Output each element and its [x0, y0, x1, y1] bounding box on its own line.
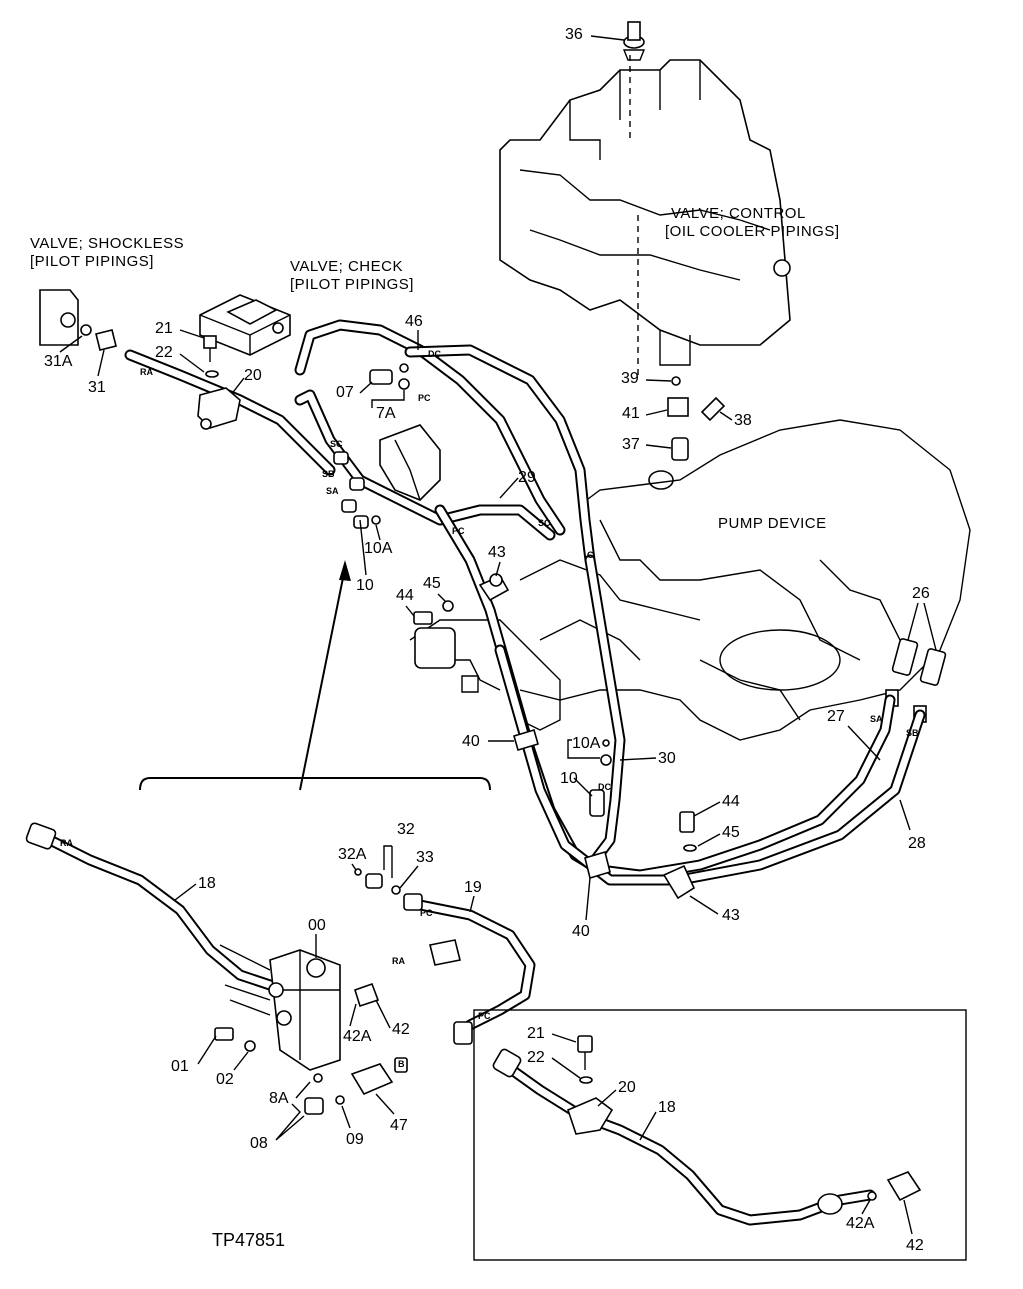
callout-37: 37 — [622, 436, 640, 453]
callout-44-left: 44 — [396, 587, 414, 604]
callout-27: 27 — [827, 708, 845, 725]
port-tag-sb-2: SB — [906, 728, 919, 738]
callout-08: 08 — [250, 1135, 268, 1152]
port-tag-dc-2: DC — [598, 782, 611, 792]
callout-36: 36 — [565, 26, 583, 43]
figure-id: TP47851 — [212, 1230, 285, 1250]
callout-42A-detail: 42A — [343, 1028, 372, 1045]
hose-clamps-main — [197, 387, 696, 900]
callout-39: 39 — [621, 370, 639, 387]
callout-33: 33 — [416, 849, 434, 866]
callout-07: 07 — [336, 384, 354, 401]
detail-bracket — [139, 777, 491, 791]
callout-44-right: 44 — [722, 793, 740, 810]
inset-frame — [473, 1009, 967, 1261]
callout-45-left: 45 — [423, 575, 441, 592]
callout-10A-top: 10A — [364, 540, 393, 557]
check-valve-body — [199, 294, 291, 356]
callout-28: 28 — [908, 835, 926, 852]
callout-26: 26 — [912, 585, 930, 602]
callout-7A: 7A — [376, 405, 396, 422]
callout-31: 31 — [88, 379, 106, 396]
callout-10-mid: 10 — [560, 770, 578, 787]
port-tag-pc-1: PC — [418, 393, 431, 403]
detail-fittings — [25, 822, 473, 1115]
pump-device-label: PUMP DEVICE — [718, 515, 827, 532]
callout-42-inset: 42 — [906, 1237, 924, 1254]
control-valve-subtitle: [OIL COOLER PIPINGS] — [665, 223, 840, 240]
pump-port-fittings — [885, 638, 947, 723]
callout-41: 41 — [622, 405, 640, 422]
callout-02: 02 — [216, 1071, 234, 1088]
callout-29: 29 — [518, 469, 536, 486]
port-tag-ra-1: RA — [140, 367, 153, 377]
callout-47: 47 — [390, 1117, 408, 1134]
callout-20-inset: 20 — [618, 1079, 636, 1096]
callout-01: 01 — [171, 1058, 189, 1075]
callout-19: 19 — [464, 879, 482, 896]
port-tag-b-1: B — [398, 1059, 405, 1069]
callout-8A: 8A — [269, 1090, 289, 1107]
callout-20-top: 20 — [244, 367, 262, 384]
check-valve-fittings — [333, 363, 441, 529]
port-tag-sb-1: SB — [322, 469, 335, 479]
oil-cooler-fittings — [648, 376, 726, 490]
callout-21-inset: 21 — [527, 1025, 545, 1042]
shockless-valve-title: VALVE; SHOCKLESS — [30, 235, 184, 252]
inset-hose-assembly — [492, 1035, 922, 1226]
callout-00: 00 — [308, 917, 326, 934]
detail-leader-arrow — [299, 567, 346, 791]
callout-42-detail: 42 — [392, 1021, 410, 1038]
callout-22-top: 22 — [155, 344, 173, 361]
callout-46: 46 — [405, 313, 423, 330]
port-tag-ra-2: RA — [60, 838, 73, 848]
callout-22-inset: 22 — [527, 1049, 545, 1066]
port-tag-pc-3: PC — [420, 908, 433, 918]
callout-10A-mid: 10A — [572, 735, 601, 752]
port-tag-sa-1: SA — [326, 486, 339, 496]
port-tag-pc-4: PC — [478, 1011, 491, 1021]
port-tag-sc-1: SC — [330, 439, 343, 449]
callout-40-bottom: 40 — [572, 923, 590, 940]
port-tag-sa-2: SA — [870, 714, 883, 724]
port-tag-c-1: C — [587, 550, 594, 560]
port-tag-sc-2: SC — [538, 518, 551, 528]
callout-42A-inset: 42A — [846, 1215, 875, 1232]
callout-43-top: 43 — [488, 544, 506, 561]
control-valve-body — [499, 21, 791, 375]
callout-32: 32 — [397, 821, 415, 838]
callout-40-mid: 40 — [462, 733, 480, 750]
callout-10-top: 10 — [356, 577, 374, 594]
port-tag-pc-2: PC — [452, 526, 465, 536]
callout-31A: 31A — [44, 353, 73, 370]
control-valve-title: VALVE; CONTROL — [671, 205, 806, 222]
callout-30: 30 — [658, 750, 676, 767]
shockless-valve-subtitle: [PILOT PIPINGS] — [30, 253, 154, 270]
port-tag-dc-1: DC — [428, 349, 441, 359]
callout-38: 38 — [734, 412, 752, 429]
check-valve-subtitle: [PILOT PIPINGS] — [290, 276, 414, 293]
callout-45-right: 45 — [722, 824, 740, 841]
port-tag-ra-3: RA — [392, 956, 405, 966]
bolt-44-left — [413, 600, 454, 625]
callout-18-detail: 18 — [198, 875, 216, 892]
bolt-44-right — [679, 811, 697, 852]
callout-18-inset: 18 — [658, 1099, 676, 1116]
callout-43-bottom: 43 — [722, 907, 740, 924]
callout-09: 09 — [346, 1131, 364, 1148]
callout-21-top: 21 — [155, 320, 173, 337]
shockless-valve-stub — [39, 289, 117, 351]
check-valve-title: VALVE; CHECK — [290, 258, 403, 275]
pump-device-body — [409, 419, 971, 741]
callout-32A: 32A — [338, 846, 367, 863]
